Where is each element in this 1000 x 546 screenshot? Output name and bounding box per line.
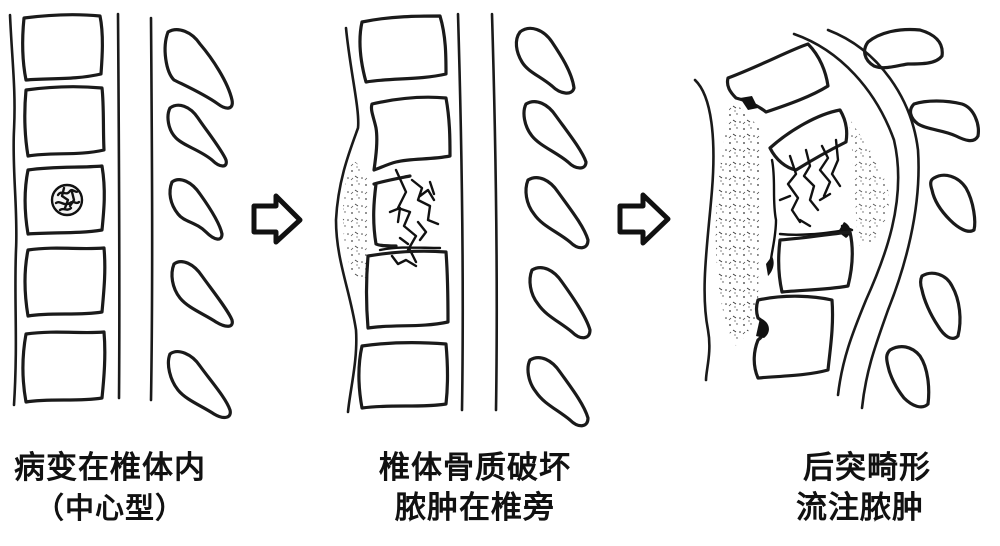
spinal-canal-anterior-line: [456, 12, 465, 412]
caption-stage-2-line1: 椎体骨质破坏: [379, 450, 571, 486]
panel-stage-2: [334, 12, 592, 428]
panel-stage-3: [693, 27, 980, 410]
caption-stage-1: 病变在椎体内 （中心型）: [0, 448, 220, 528]
caption-stage-3-line1: 后突畸形: [803, 450, 931, 486]
caption-stage-3: 后突畸形 流注脓肿: [780, 448, 940, 528]
vertebral-bodies: [21, 13, 107, 404]
spinal-canal-posterior-line: [149, 16, 154, 402]
anterior-ligament-line: [8, 13, 18, 407]
caption-stage-2-line2: 脓肿在椎旁: [395, 490, 555, 526]
spinous-processes: [514, 26, 592, 428]
anterior-ligament-line: [334, 26, 360, 414]
spinous-processes: [163, 28, 234, 420]
bone-destruction-lesion: [378, 168, 442, 268]
spinal-canal-posterior-line: [490, 12, 499, 412]
spinal-canal-anterior-line: [116, 12, 121, 400]
flowing-abscess-posterior: [848, 116, 890, 246]
paravertebral-abscess: [342, 160, 368, 281]
spinal-canal-anterior-line: [792, 32, 900, 397]
caption-stage-1-line2: （中心型）: [34, 491, 185, 525]
vertebral-bodies: [725, 42, 854, 380]
bone-destruction-lesion: [768, 138, 854, 272]
vertebral-bodies: [357, 14, 452, 410]
central-lesion: [50, 183, 84, 217]
panel-stage-1: [8, 12, 234, 420]
spinous-processes: [863, 27, 980, 409]
anterior-ligament-line: [693, 78, 715, 382]
caption-stage-3-line2: 流注脓肿: [796, 490, 924, 526]
flowing-abscess: [715, 104, 760, 346]
caption-stage-2: 椎体骨质破坏 脓肿在椎旁: [365, 448, 585, 528]
spinal-canal-posterior-line: [826, 28, 920, 410]
right-arrow-outline-icon: [617, 192, 671, 246]
right-arrow-outline-icon: [251, 193, 303, 245]
caption-stage-1-line1: 病变在椎体内: [14, 450, 206, 486]
